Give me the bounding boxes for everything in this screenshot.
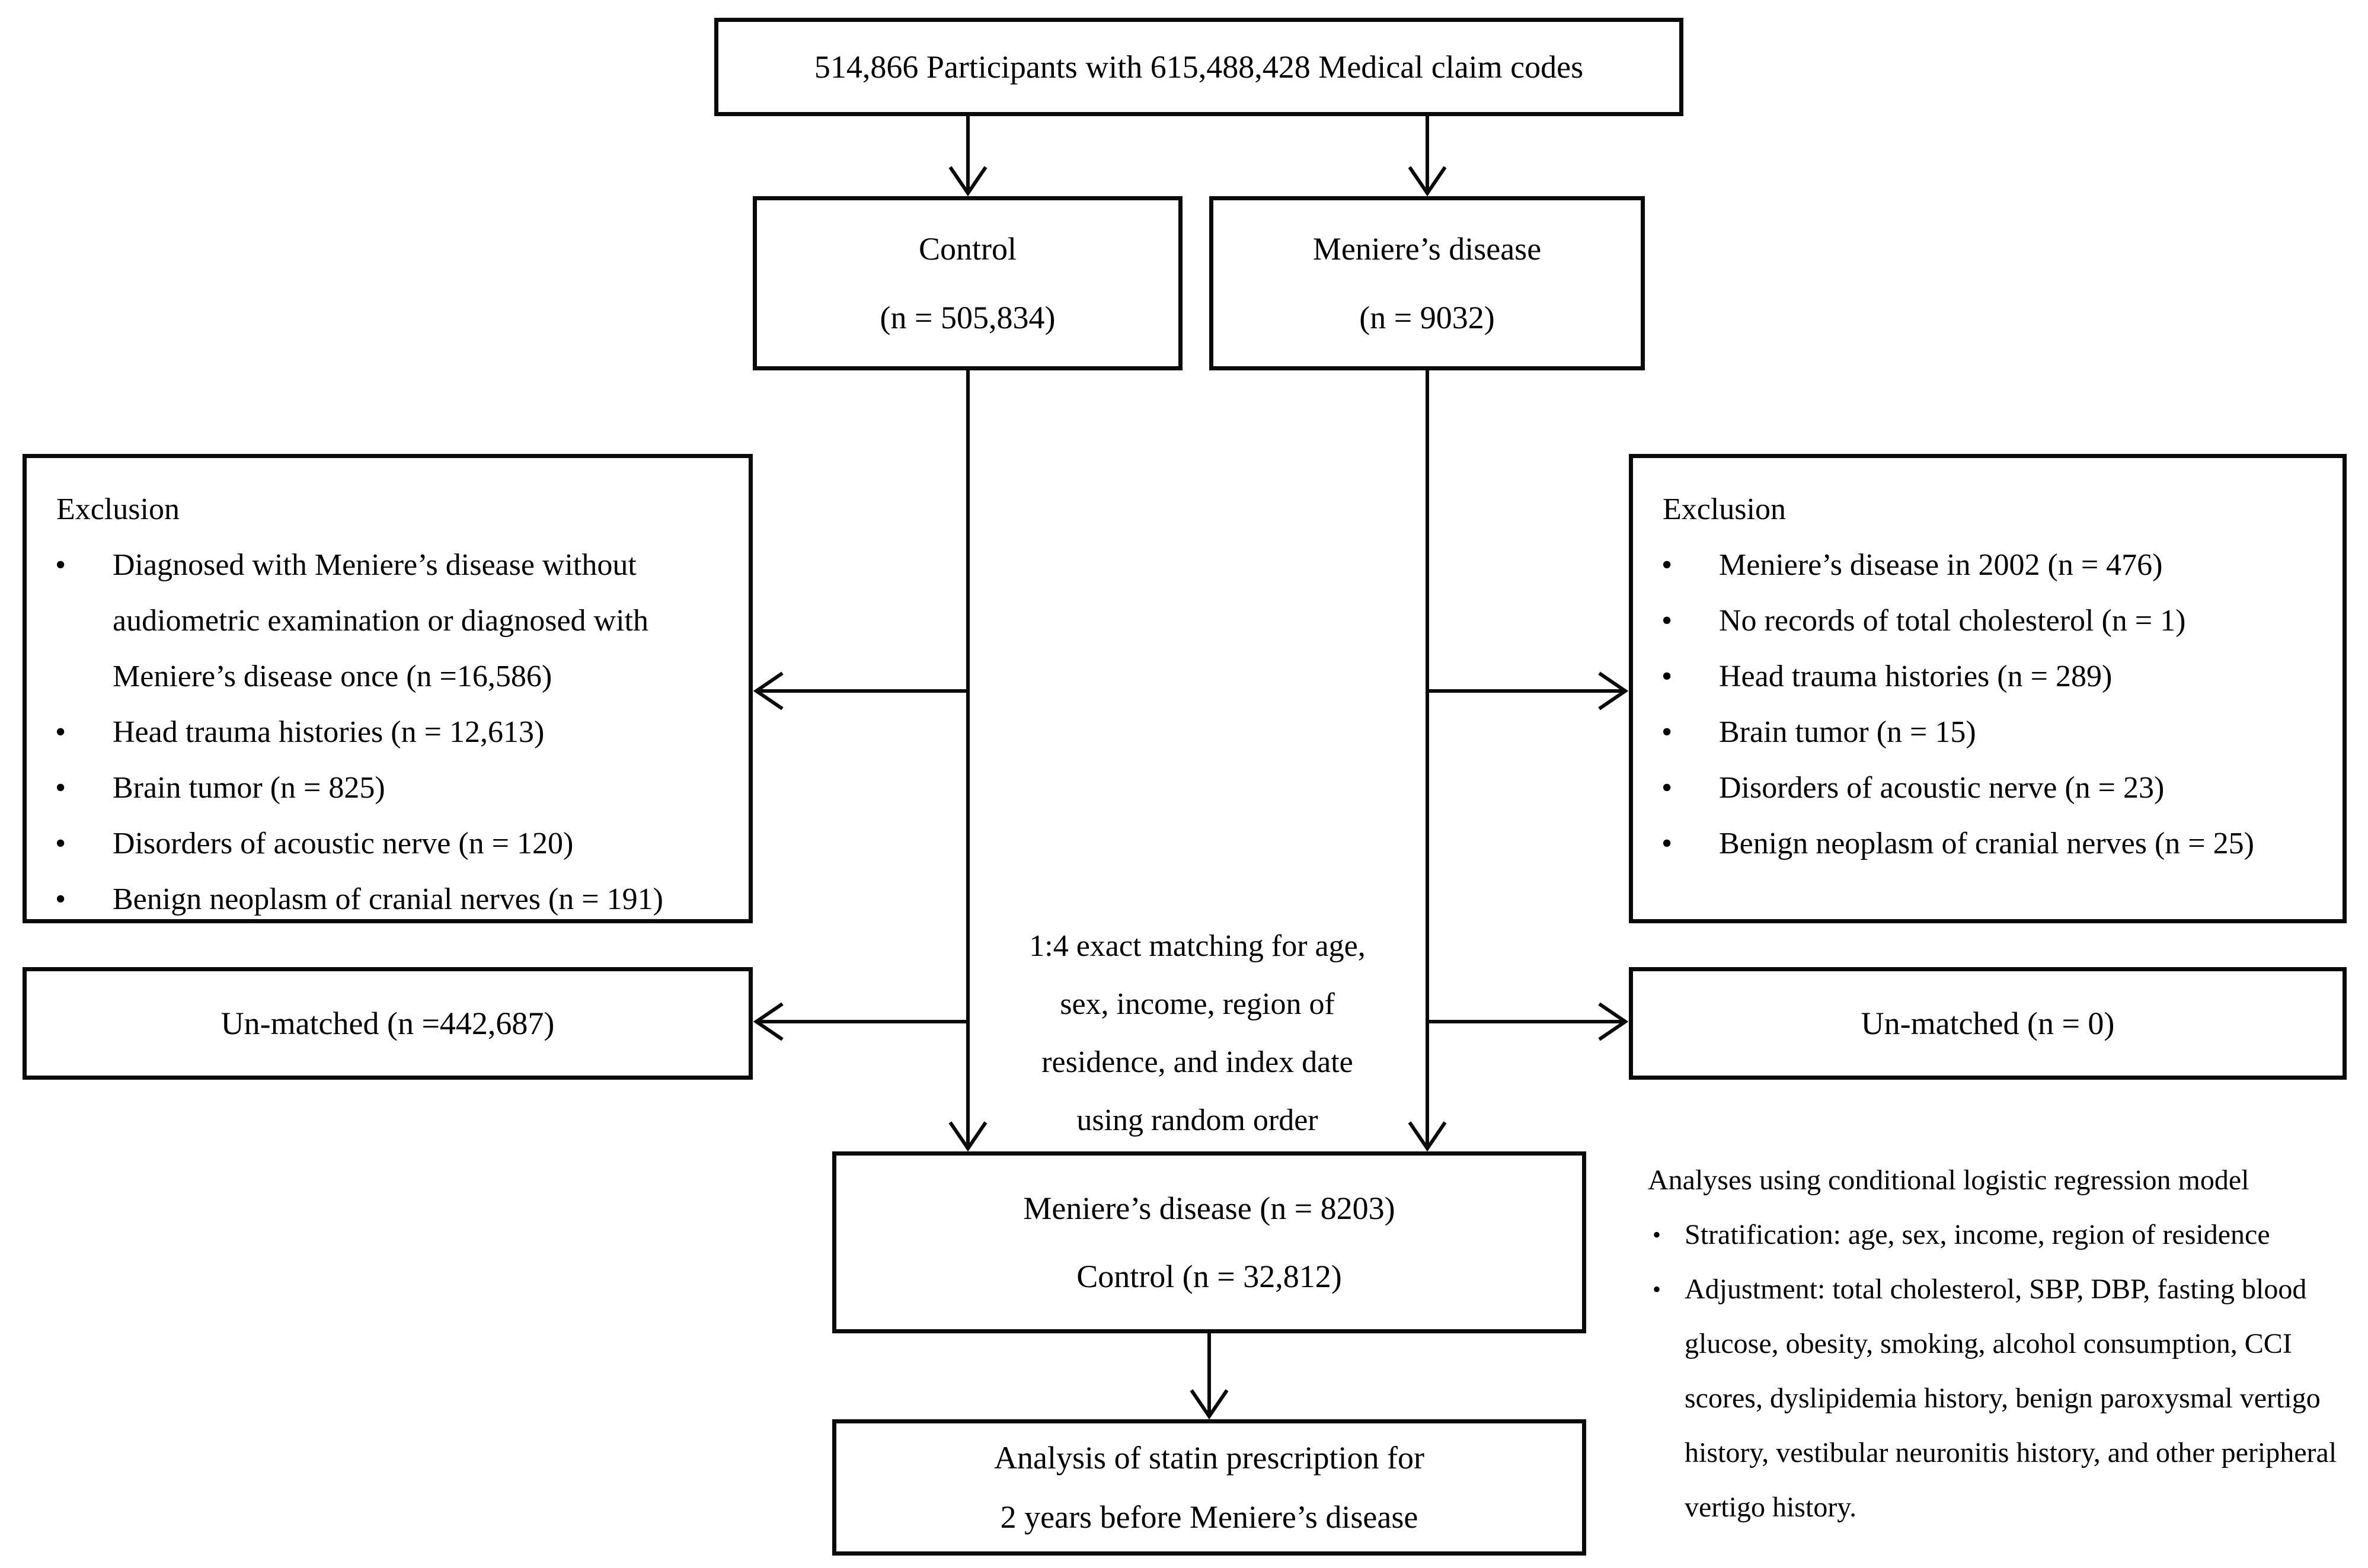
statin-analysis-box: Analysis of statin prescription for 2 ye… — [832, 1419, 1586, 1556]
exclusion-item: Benign neoplasm of cranial nerves (n = 1… — [27, 872, 731, 927]
exclusion-item: Disorders of acoustic nerve (n = 23) — [1633, 760, 2325, 816]
right-exclusion-list: Meniere’s disease in 2002 (n = 476) No r… — [1633, 537, 2325, 872]
arrow-to-left-unmatched — [753, 1002, 968, 1041]
arrow-to-right-unmatched — [1427, 1002, 1629, 1041]
left-unmatched-text: Un-matched (n =442,687) — [220, 1005, 555, 1041]
matched-cohort-box: Meniere’s disease (n = 8203) Control (n … — [832, 1151, 1586, 1333]
notes-item-adjustment: Adjustment: total cholesterol, SBP, DBP,… — [1648, 1262, 2365, 1535]
analysis-line: 2 years before Meniere’s disease — [1000, 1499, 1418, 1535]
arrow-matched-to-analysis — [1190, 1333, 1229, 1420]
notes-item-stratification: Stratification: age, sex, income, region… — [1648, 1208, 2365, 1262]
matching-note-line: using random order — [1076, 1103, 1318, 1137]
exclusion-item: No records of total cholesterol (n = 1) — [1633, 593, 2325, 649]
control-title: Control — [918, 231, 1017, 267]
meniere-disease-box: Meniere’s disease (n = 9032) — [1209, 196, 1645, 370]
line-control-to-matched — [948, 370, 988, 1152]
left-exclusion-list: Diagnosed with Meniere’s disease without… — [27, 537, 731, 927]
exclusion-item: Head trauma histories (n = 12,613) — [27, 705, 731, 760]
matching-note-line: 1:4 exact matching for age, — [1029, 929, 1366, 963]
matching-method-note: 1:4 exact matching for age, sex, income,… — [1008, 917, 1387, 1150]
right-exclusion-box: Exclusion Meniere’s disease in 2002 (n =… — [1629, 454, 2347, 923]
control-box: Control (n = 505,834) — [753, 196, 1183, 370]
exclusion-item: Meniere’s disease in 2002 (n = 476) — [1633, 537, 2325, 593]
control-n: (n = 505,834) — [880, 300, 1056, 335]
matching-note-line: residence, and index date — [1041, 1045, 1353, 1079]
matched-control-line: Control (n = 32,812) — [1076, 1258, 1342, 1294]
arrow-top-to-control — [948, 116, 988, 197]
right-unmatched-text: Un-matched (n = 0) — [1861, 1005, 2115, 1041]
left-exclusion-title: Exclusion — [56, 492, 180, 526]
participants-box: 514,866 Participants with 615,488,428 Me… — [714, 18, 1683, 116]
arrow-to-left-exclusion — [753, 671, 968, 711]
participants-text: 514,866 Participants with 615,488,428 Me… — [814, 49, 1584, 85]
left-unmatched-box: Un-matched (n =442,687) — [23, 967, 753, 1080]
left-exclusion-box: Exclusion Diagnosed with Meniere’s disea… — [23, 454, 753, 927]
regression-notes-title: Analyses using conditional logistic regr… — [1648, 1164, 2249, 1196]
right-unmatched-box: Un-matched (n = 0) — [1629, 967, 2347, 1080]
arrow-top-to-meniere — [1408, 116, 1447, 197]
regression-notes: Analyses using conditional logistic regr… — [1648, 1153, 2365, 1535]
meniere-title: Meniere’s disease — [1312, 231, 1542, 267]
line-meniere-to-matched — [1408, 370, 1447, 1152]
exclusion-item: Diagnosed with Meniere’s disease without… — [27, 537, 731, 705]
meniere-n: (n = 9032) — [1359, 300, 1495, 335]
exclusion-item: Head trauma histories (n = 289) — [1633, 649, 2325, 705]
regression-notes-list: Stratification: age, sex, income, region… — [1648, 1208, 2365, 1535]
exclusion-item: Brain tumor (n = 825) — [27, 760, 731, 816]
arrow-to-right-exclusion — [1427, 671, 1629, 711]
matching-note-line: sex, income, region of — [1060, 987, 1335, 1021]
right-exclusion-title: Exclusion — [1663, 492, 1786, 526]
matched-meniere-line: Meniere’s disease (n = 8203) — [1023, 1191, 1395, 1227]
exclusion-item: Disorders of acoustic nerve (n = 120) — [27, 816, 731, 872]
exclusion-item: Brain tumor (n = 15) — [1633, 705, 2325, 760]
analysis-line: Analysis of statin prescription for — [994, 1439, 1424, 1476]
exclusion-item: Benign neoplasm of cranial nerves (n = 2… — [1633, 816, 2325, 872]
